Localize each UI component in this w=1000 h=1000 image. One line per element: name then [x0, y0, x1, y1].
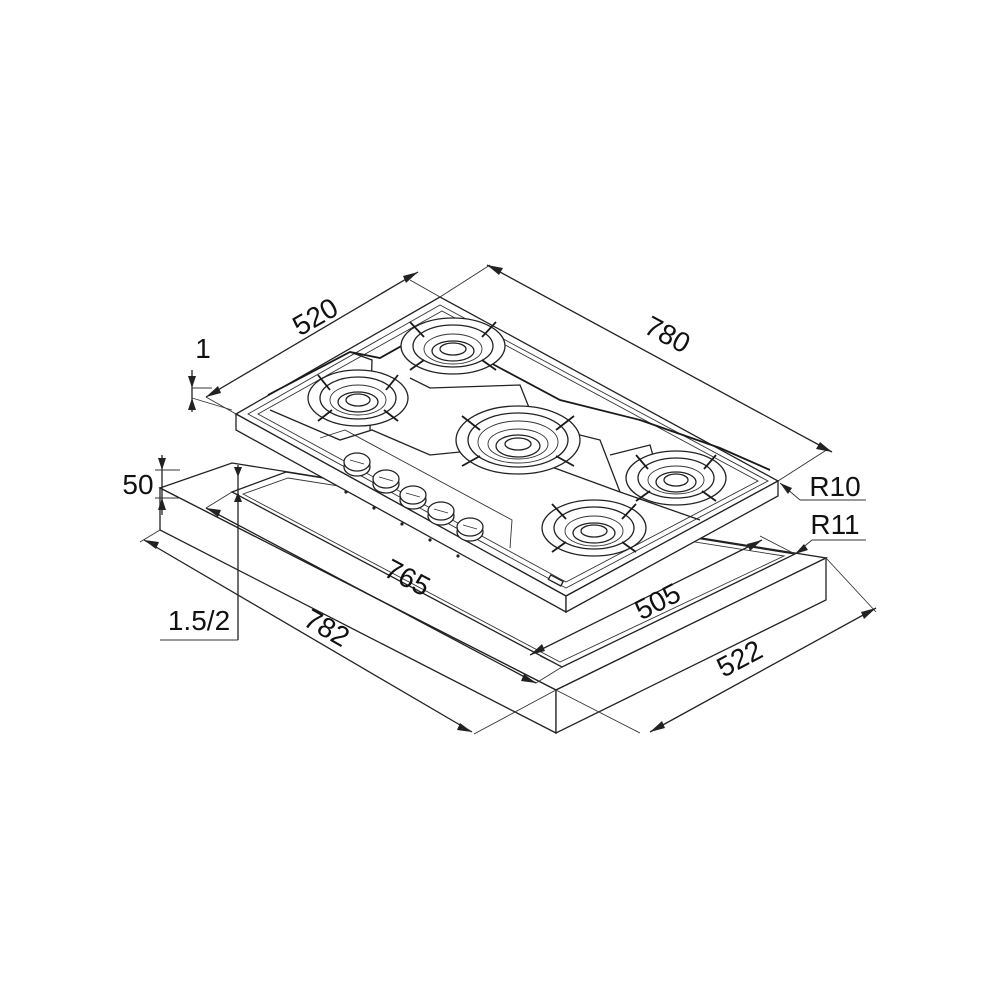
dim-outer-depth — [555, 557, 877, 734]
label-radius-top: R10 — [809, 471, 860, 502]
control-panel — [319, 429, 564, 587]
cutout-box — [158, 462, 829, 735]
burner-right — [625, 450, 727, 506]
dim-height — [155, 455, 180, 515]
burner-rear-center — [400, 317, 506, 375]
hob-right-edge — [565, 479, 779, 614]
control-knob — [399, 485, 427, 510]
control-knob — [456, 517, 484, 542]
dim-thickness — [188, 370, 233, 412]
dim-cutout-width — [205, 491, 563, 684]
hob — [234, 296, 780, 614]
control-knob — [372, 469, 400, 494]
dim-radius-top — [779, 482, 866, 501]
label-depth-top: 520 — [287, 292, 343, 342]
cutout-right-face — [555, 556, 827, 735]
dim-edge-gap — [160, 465, 242, 641]
label-edge-gap: 1.5/2 — [168, 605, 230, 636]
control-panel-outline — [319, 429, 513, 549]
grate-rear-edge — [267, 328, 771, 471]
label-thickness: 1 — [195, 333, 211, 364]
label-height: 50 — [122, 469, 153, 500]
control-knob — [343, 452, 371, 477]
burner-rear-left — [307, 369, 409, 427]
dim-depth-top — [205, 271, 441, 415]
brand-plate-icon — [547, 574, 564, 587]
label-radius-cutout: R11 — [810, 509, 859, 540]
cutout-hole-inner — [241, 477, 786, 663]
dim-radius-cutout — [794, 539, 866, 555]
control-knob — [427, 501, 455, 526]
grate-divider-2 — [409, 377, 531, 411]
dim-cutout-depth — [529, 535, 796, 668]
dim-outer-width — [139, 529, 557, 735]
dimension-lines — [139, 264, 877, 735]
dim-width-top — [439, 264, 833, 482]
burner-front-right — [541, 499, 647, 557]
burner-center-wok — [455, 405, 581, 475]
